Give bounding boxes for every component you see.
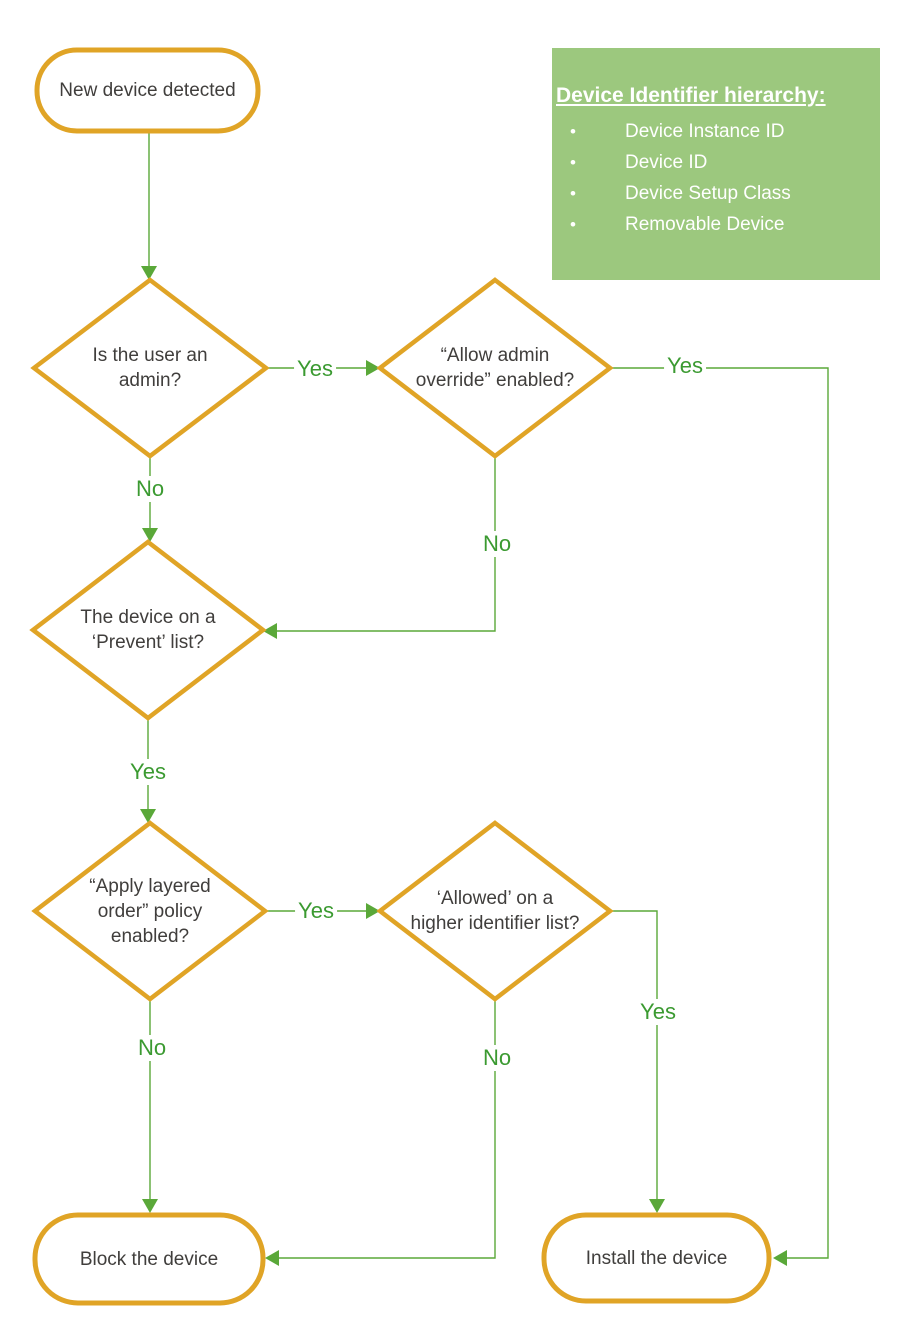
connector-override-yes [610,367,829,1259]
decision-layered-label: “Apply layered order” policy enabled? [89,875,211,947]
decision-prevent-shape [29,539,267,721]
decision-layered-shape [31,820,269,1002]
connector-allowed-yes [610,910,658,1199]
start-node-shape [34,47,261,134]
decision-prevent-label: The device on a ‘Prevent’ list? [80,607,216,653]
info-box-list: Device Instance ID Device ID Device Setu… [552,116,880,240]
edge-label-admin-no: No [132,476,168,502]
decision-admin-shape [30,277,270,459]
connector-override-no [277,456,496,632]
edge-label-prevent-yes: Yes [127,759,169,785]
edge-label-override-no: No [479,531,515,557]
arrowhead-start-to-admin [141,266,157,280]
edge-label-allowed-yes: Yes [637,999,679,1025]
list-item-label: Device ID [625,152,708,173]
list-item-label: Removable Device [625,214,785,235]
bullet-icon [570,116,584,147]
edge-label-admin-yes: Yes [294,356,336,382]
arrowhead-prevent-yes [140,809,156,823]
decision-admin-label: Is the user an admin? [92,345,208,391]
decision-allowed-label: ‘Allowed’ on a higher identifier list? [410,888,580,934]
terminal-block-shape [32,1212,266,1306]
arrowhead-layered-yes [366,903,380,919]
terminal-install-label: Install the device [585,1247,728,1269]
bullet-icon [570,178,584,209]
arrowhead-admin-yes [366,360,380,376]
arrowhead-layered-no [142,1199,158,1213]
device-identifier-hierarchy-box: Device Identifier hierarchy: Device Inst… [552,48,880,280]
list-item: Device Setup Class [552,178,880,209]
start-node-label: New device detected [59,80,236,101]
arrowhead-override-yes [773,1250,787,1266]
list-item: Removable Device [552,209,880,240]
list-item-label: Device Setup Class [625,183,791,204]
terminal-block-label: Block the device [79,1248,219,1270]
edge-label-override-yes: Yes [664,353,706,379]
terminal-install-shape [541,1212,772,1304]
arrowhead-override-no [263,623,277,639]
decision-allowed-shape [376,820,614,1002]
arrowhead-allowed-no [265,1250,279,1266]
bullet-icon [570,147,584,178]
list-item-label: Device Instance ID [625,121,785,142]
edge-label-allowed-no: No [479,1045,515,1071]
info-box-title: Device Identifier hierarchy: [556,84,826,107]
decision-override-label: “Allow admin override” enabled? [415,345,575,391]
connector-allowed-no [279,999,496,1259]
list-item: Device Instance ID [552,116,880,147]
bullet-icon [570,209,584,240]
decision-override-shape [376,277,614,459]
list-item: Device ID [552,147,880,178]
edge-label-layered-no: No [134,1035,170,1061]
edge-label-layered-yes: Yes [295,898,337,924]
arrowhead-allowed-yes [649,1199,665,1213]
arrowhead-admin-no [142,528,158,542]
